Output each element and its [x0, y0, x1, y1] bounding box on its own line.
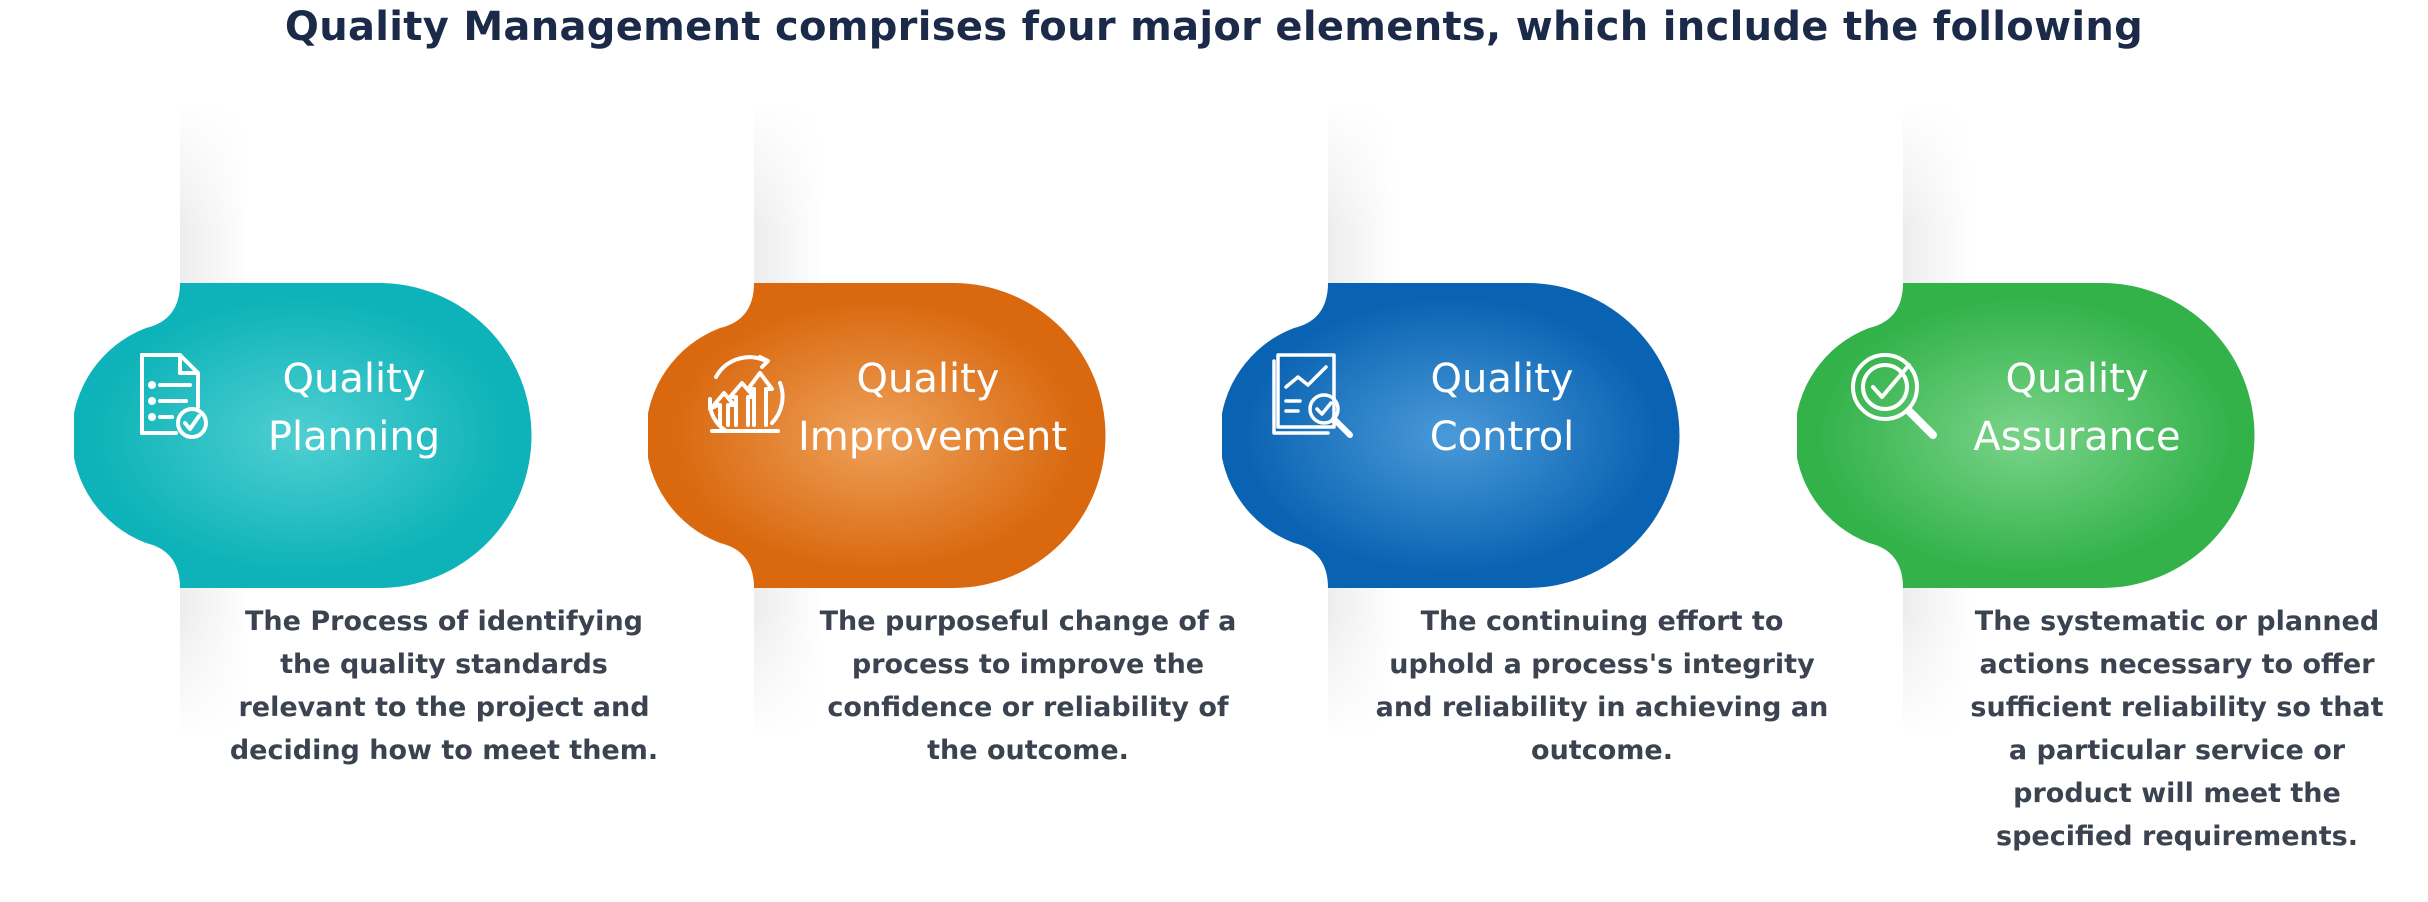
check-magnifier-icon: [1851, 353, 1937, 439]
element-name: Quality Assurance: [1947, 350, 2207, 466]
pill-shape: [1797, 283, 2255, 588]
element-name-line1: Quality: [1430, 356, 1574, 402]
element-name: Quality Control: [1372, 350, 1632, 466]
element-name-line1: Quality: [856, 356, 1000, 402]
element-name-line2: Control: [1429, 414, 1575, 460]
element-name-line2: Planning: [267, 414, 441, 460]
element-name: Quality Planning: [224, 350, 484, 466]
element-card-improvement: Quality Improvement The purposeful chang…: [648, 0, 1236, 902]
element-description: The systematic or planned actions necess…: [1970, 606, 2384, 852]
report-magnifier-icon: [1272, 353, 1353, 438]
element-name: Quality Improvement: [798, 350, 1068, 466]
element-name-line2: Assurance: [1973, 414, 2181, 460]
element-name-line1: Quality: [2005, 356, 2149, 402]
element-description: The purposeful change of a process to im…: [819, 606, 1237, 766]
element-card-planning: Quality Planning The Process of identify…: [74, 0, 658, 902]
element-description: The Process of identifying the quality s…: [229, 606, 659, 766]
rising-arrows-cycle-icon: [708, 355, 785, 433]
page-title: Quality Management comprises four major …: [284, 4, 2144, 50]
element-description: The continuing effort to uphold a proces…: [1375, 606, 1829, 766]
pill-shape: [74, 283, 532, 588]
element-name-line2: Improvement: [798, 414, 1068, 460]
pill-shape: [1222, 283, 1680, 588]
element-name-line1: Quality: [282, 356, 426, 402]
checklist-document-icon: [140, 353, 208, 439]
element-card-control: Quality Control The continuing effort to…: [1222, 0, 1828, 902]
element-card-assurance: Quality Assurance The systematic or plan…: [1797, 0, 2384, 902]
